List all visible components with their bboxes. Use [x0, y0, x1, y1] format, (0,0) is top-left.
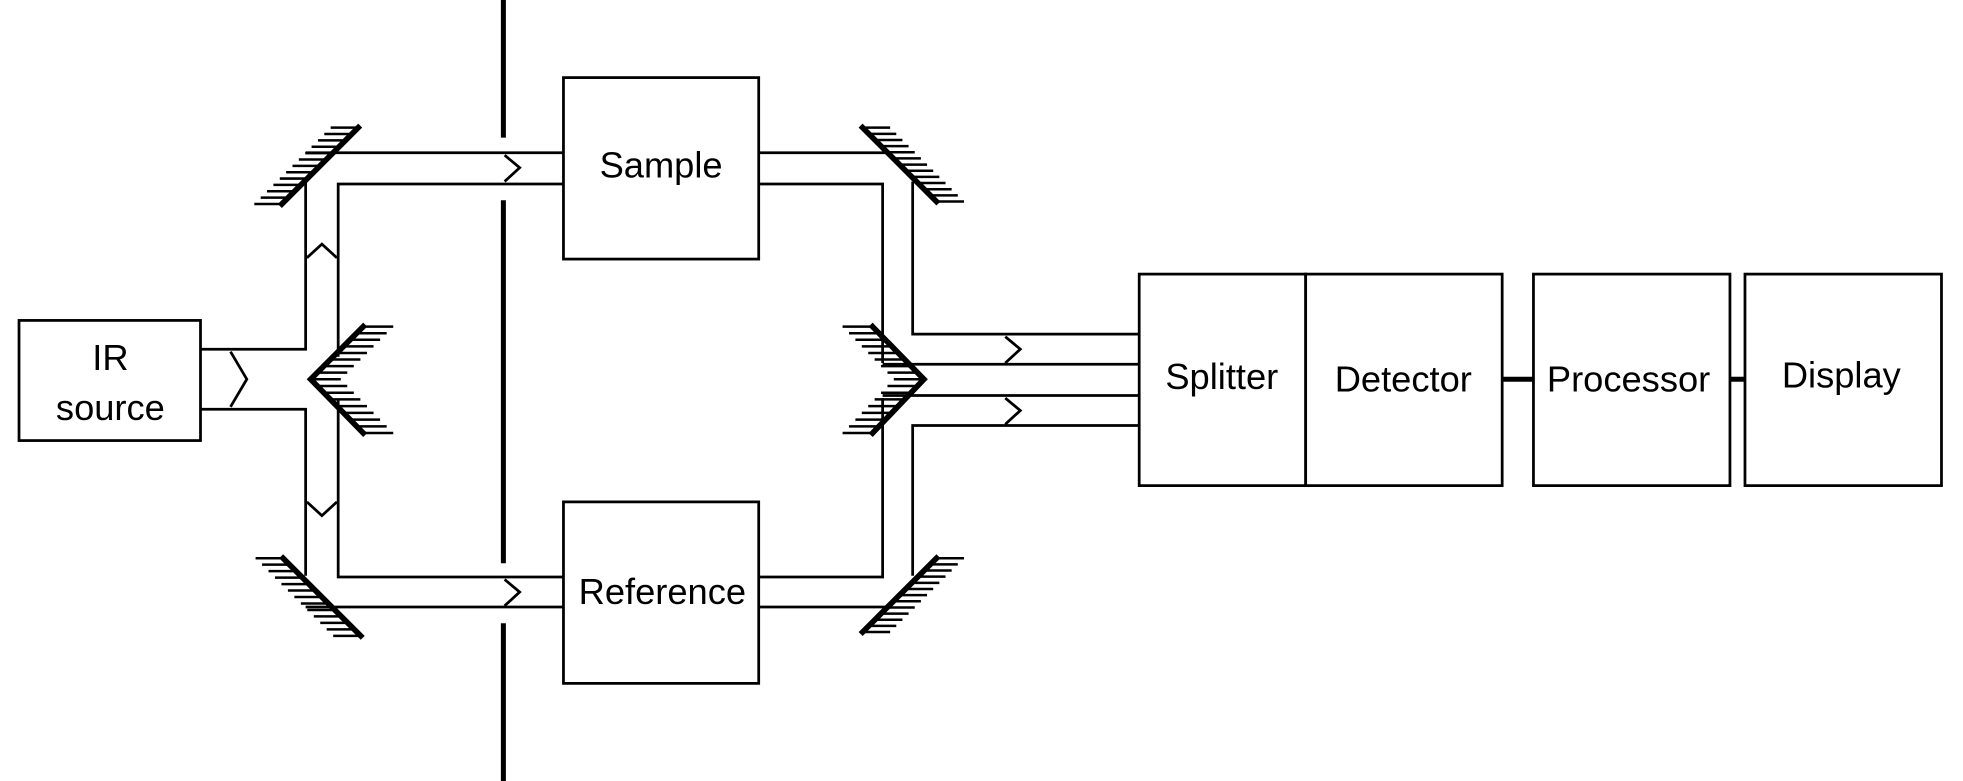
splitter-label: Splitter	[1165, 356, 1278, 397]
ir-source-label-line2: source	[56, 387, 165, 428]
display-block: Display	[1743, 272, 1943, 487]
mirror-bottom-left-icon	[255, 554, 365, 640]
recombine-beam	[758, 151, 1140, 609]
source-beam	[200, 151, 564, 609]
mirror-center-right-icon	[842, 322, 928, 438]
splitter-block: Splitter	[1137, 272, 1308, 487]
sample-label: Sample	[600, 144, 723, 185]
reference-block: Reference	[562, 500, 761, 685]
detector-label: Detector	[1335, 358, 1472, 399]
ir-source-block: IR source	[17, 319, 202, 442]
reference-label: Reference	[579, 571, 746, 612]
display-label: Display	[1782, 355, 1902, 396]
sample-block: Sample	[562, 76, 761, 261]
ir-source-label-line1: IR	[92, 337, 128, 378]
processor-label: Processor	[1547, 358, 1710, 399]
mirror-top-left-icon	[254, 123, 363, 208]
processor-block: Processor	[1532, 272, 1732, 487]
detector-block: Detector	[1304, 272, 1504, 487]
mirror-bottom-right-icon	[858, 554, 964, 637]
mirror-top-right-icon	[858, 123, 964, 206]
mirror-center-left-icon	[306, 322, 394, 438]
